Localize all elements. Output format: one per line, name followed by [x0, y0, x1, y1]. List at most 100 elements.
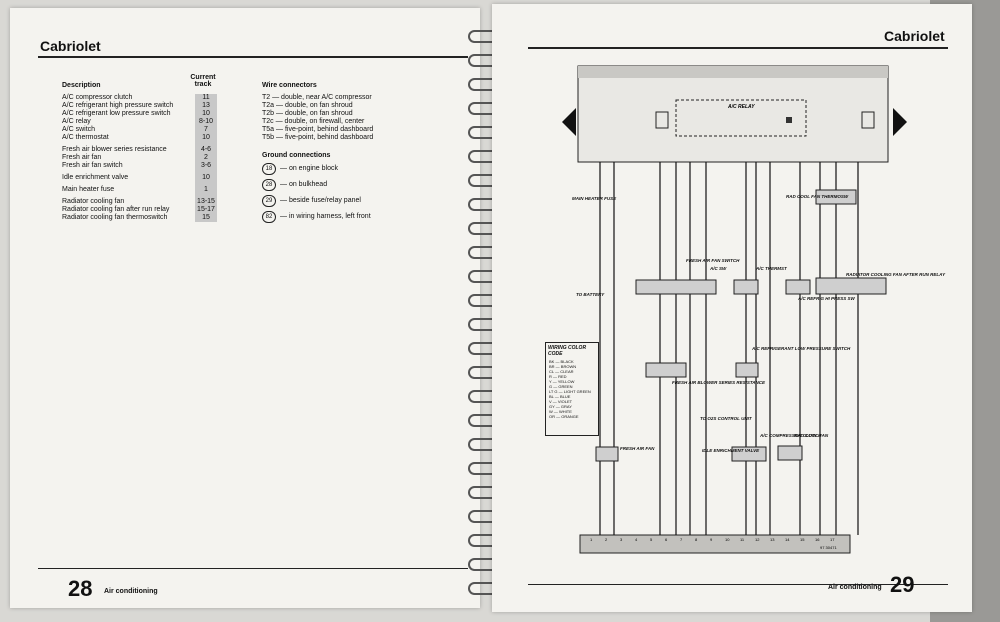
legend-row: CL — CLEAR	[549, 369, 574, 374]
track-number: 7	[680, 537, 683, 542]
track-number: 16	[815, 537, 820, 542]
ac-thermostat-box	[733, 279, 759, 295]
description-cell: Main heater fuse	[62, 186, 115, 193]
fuse-relay-panel	[577, 65, 889, 163]
rad-cool-fan-thermosw-label: RAD COOL FAN THERMOSW	[786, 194, 849, 199]
track-cell: 10	[195, 170, 217, 182]
track-cell: 10	[195, 110, 217, 118]
track-cell: 13	[195, 102, 217, 110]
ground-connection-item: 28— on bulkhead	[262, 179, 462, 191]
fresh-air-fan-box	[595, 446, 619, 462]
track-number: 17	[830, 537, 835, 542]
wires	[599, 162, 859, 535]
description-cell: Fresh air blower series resistance	[62, 146, 167, 153]
panel-bus	[578, 66, 888, 78]
ground-connection-item: 29 — beside fuse/relay panel	[262, 195, 462, 207]
description-cell: A/C refrigerant high pressure switch	[62, 102, 174, 109]
wire-connector-item: T2a — double, on fan shroud	[262, 102, 353, 109]
fan-after-run-relay-box	[815, 277, 887, 295]
wire-connectors-heading: Wire connectors	[262, 82, 317, 89]
track-number: 10	[725, 537, 730, 542]
description-cell: Radiator cooling fan thermoswitch	[62, 214, 168, 221]
wire-connector-item: T5b — five-point, behind dashboard	[262, 134, 374, 141]
ground-bus-bar	[579, 534, 851, 554]
track-cell: 10	[195, 134, 217, 142]
legend-row: G — GREEN	[549, 384, 573, 389]
idle-valve-and-clutch-box	[731, 446, 767, 462]
track-number: 2	[605, 537, 608, 542]
legend-row: BL — BLUE	[549, 394, 571, 399]
track-number: 1	[590, 537, 593, 542]
legend-row: V — VIOLET	[549, 399, 573, 404]
ac-low-press-sw-label: A/C REFRIGERANT LOW PRESSURE SWITCH	[751, 346, 851, 351]
track-number: 12	[755, 537, 760, 542]
ground-connection-item: 82— in wiring harness, left front	[262, 211, 462, 223]
track-number: 14	[785, 537, 790, 542]
ground-connection-item: 18— on engine block	[262, 163, 462, 175]
track-cell: 15	[195, 214, 217, 222]
ground-connections-heading: Ground connections	[262, 152, 331, 159]
legend-row: BR — BROWN	[549, 364, 577, 369]
legend-row: Y — YELLOW	[549, 379, 575, 384]
page-title: Cabriolet	[884, 28, 945, 44]
legend-row: R — RED	[549, 374, 567, 379]
ground-id-badge: 18	[262, 163, 276, 175]
legend-row: OR — ORANGE	[549, 414, 579, 419]
fuse-right	[861, 111, 875, 129]
track-heading: Current track	[190, 74, 216, 88]
ac-hi-press-sw-label: A/C REFRIG HI PRESS SW	[797, 296, 856, 301]
track-number: 13	[770, 537, 775, 542]
ground-id-badge: 82	[262, 211, 276, 223]
relay-coil	[786, 117, 792, 123]
legend-row: LT G — LIGHT GREEN	[549, 389, 591, 394]
ground-description: — beside fuse/relay panel	[280, 197, 361, 204]
fresh-air-fan-switch-label: FRESH AIR FAN SWITCH	[686, 258, 740, 263]
description-cell: Fresh air fan switch	[62, 162, 123, 169]
description-heading: Description	[62, 82, 101, 89]
track-number: 15	[800, 537, 805, 542]
fresh-air-fan-switch-box	[635, 279, 717, 295]
to-battery-label: TO BATTERY	[576, 292, 605, 297]
rad-cool-fan-label: RAD COOL FAN	[794, 433, 829, 438]
wire-connectors: Wire connectors T2 — double, near A/C co…	[262, 82, 462, 227]
track-cell: 2	[195, 154, 217, 162]
drawing-code: 97 30471	[820, 545, 837, 550]
legend-row: GY — GRAY	[549, 404, 572, 409]
table-row: Radiator cooling fan thermoswitch 15	[62, 214, 217, 222]
track-number: 4	[635, 537, 638, 542]
fresh-air-fan-label: FRESH AIR FAN	[620, 446, 655, 451]
ground-description: — on bulkhead	[280, 181, 328, 188]
ac-hi-press-switch-box	[785, 279, 811, 295]
track-cell: 13-15	[195, 194, 217, 206]
track-cell: 4-6	[195, 142, 217, 154]
description-cell: A/C relay	[62, 118, 91, 125]
track-number: 11	[740, 537, 745, 542]
description-cell: A/C compressor clutch	[62, 94, 133, 101]
table-row: A/C relay 8-10	[62, 118, 217, 126]
ground-list: 18— on engine block 28— on bulkhead 29 — be…	[262, 163, 462, 223]
page-number: 29	[890, 572, 915, 597]
track-number: 9	[710, 537, 713, 542]
track-number: 6	[665, 537, 668, 542]
left-page: Cabriolet Description Current track A/C …	[10, 8, 480, 608]
wire-connector-item: T5a — five-point, behind dashboard	[262, 126, 374, 133]
legend-title: WIRING COLOR CODE	[548, 345, 587, 357]
track-cell: 8-10	[195, 118, 217, 126]
ground-id-badge: 29	[262, 195, 276, 207]
page-title: Cabriolet	[40, 38, 101, 54]
fuse-left	[655, 111, 669, 129]
